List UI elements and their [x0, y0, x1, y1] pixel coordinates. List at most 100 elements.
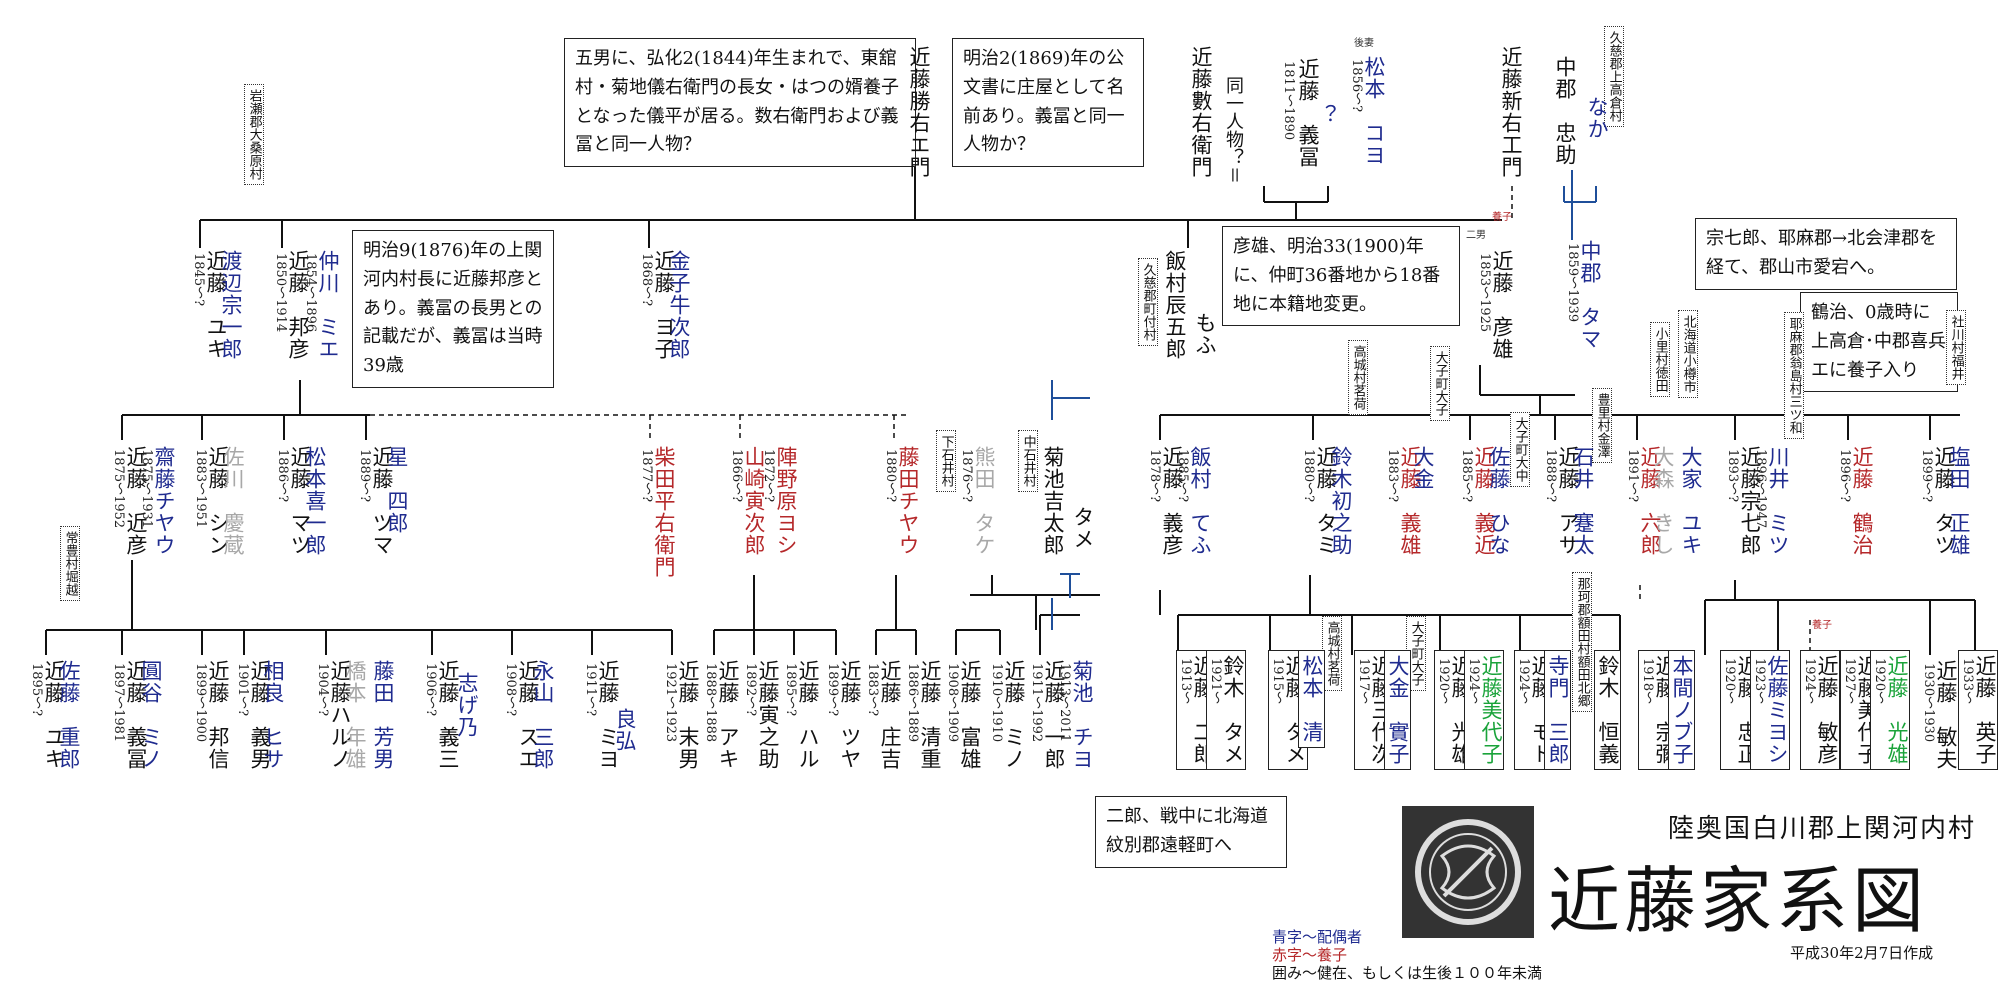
person-dates: 1889～?	[357, 449, 372, 503]
person-dates: 1920～	[1872, 658, 1887, 705]
person-name: 近藤 義雄	[1398, 446, 1422, 556]
place-otaru: 北海道小樽市	[1678, 310, 1698, 398]
person-name: 永山 三郎	[531, 660, 555, 770]
person-name: 菊池吉太郎	[1041, 446, 1065, 556]
person-name: 齋藤チヤウ	[152, 446, 176, 556]
person-name: 近藤 六郎	[1638, 446, 1662, 556]
person-omori-kishi: 大森 きし	[1651, 446, 1675, 556]
person-name: 近藤 ハル	[796, 660, 820, 770]
person-dates: 1891～?	[1625, 449, 1640, 503]
person-dates: 1885～?	[1175, 449, 1190, 503]
person-name: 金子牛次郎	[667, 250, 691, 360]
note-shoya: 明治2(1869)年の公文書に庄屋として名前あり。義冨と同一人物か？	[952, 38, 1144, 168]
person-dates: 1888～1888	[703, 663, 718, 743]
person-dates: 1883～1951	[193, 449, 208, 529]
person-name: 近藤 義彦	[1160, 446, 1184, 556]
person-dates: 1911～?	[583, 663, 598, 717]
person-dates: 1888～?	[1543, 449, 1558, 503]
person-dates: 1896～1947	[1753, 449, 1768, 529]
person-name: 近藤勝右エ門	[907, 46, 931, 178]
person-suzuki-tsuneyoshi: 鈴木 恒義	[1594, 650, 1621, 770]
person-mofu: もふ	[1193, 312, 1217, 356]
person-name: 近藤 ミヨ	[596, 660, 620, 770]
label-yoshi2: 養子	[1812, 620, 1832, 631]
person-hashimoto-toshio: 橋本 年雄	[343, 660, 367, 770]
person-dates: 1924～	[1466, 658, 1481, 705]
person-dates: 1899～?	[1919, 449, 1934, 503]
person-name: なか	[1585, 96, 1609, 140]
person-name: 大家 ユキ	[1679, 446, 1703, 556]
person-dates: 1930～1930	[1921, 663, 1936, 743]
note-hikoo: 彦雄、明治33(1900)年に、仲町36番地から18番地に本籍地変更。	[1222, 226, 1460, 327]
person-name: 良弘	[613, 708, 637, 752]
person-dates: 1918～	[1640, 658, 1655, 705]
person-name: 松本 コヨ	[1362, 56, 1386, 166]
legend-box: 囲み～健在、もしくは生後１００年未満	[1272, 964, 1543, 982]
person-name: 近藤 末男	[676, 660, 700, 770]
person-name: 飯村 てふ	[1188, 446, 1212, 556]
person-dates: 1906～?	[423, 663, 438, 717]
person-dates: 1872～?	[761, 449, 776, 503]
person-name: 近藤美代子	[1479, 655, 1503, 765]
person-kikuchi-kichitaro: 菊池吉太郎	[1041, 446, 1065, 556]
person-name: タメ	[1071, 506, 1095, 550]
place-ohnaka: 大子町大中	[1510, 412, 1530, 487]
person-enya-mino: 圓谷 ミノ	[139, 660, 163, 770]
person-dates: 1893～?	[1725, 449, 1740, 503]
person-name: 佐藤 重郎	[57, 660, 81, 770]
place-fukui: 社川村福井	[1946, 310, 1966, 385]
person-name: 近藤數右衛門	[1189, 46, 1213, 178]
person-name: 塩田 正雄	[1947, 446, 1971, 556]
person-dates: 1913～2011	[1057, 663, 1072, 743]
person-name: 近藤寅之助	[756, 660, 780, 770]
person-name: 近藤 一郎	[1042, 660, 1066, 770]
person-name: 近藤 邦信	[206, 660, 230, 770]
person-dates: 1886～?	[275, 449, 290, 503]
place-horikoshi: 常豊村堀越	[60, 526, 80, 601]
person-name: 近藤 ヨ子	[652, 250, 676, 360]
person-name: 近藤 シン	[206, 446, 230, 556]
person-dates: 1892～?	[743, 663, 758, 717]
person-name: 近藤 ツマ	[370, 446, 394, 556]
person-dates: 1899～1900	[193, 663, 208, 743]
legend-blue: 青字～配偶者	[1272, 928, 1363, 946]
person-name: 鈴木 恒義	[1596, 655, 1620, 765]
person-dates: 1913～	[1178, 658, 1193, 705]
person-dates: 1921～1923	[663, 663, 678, 743]
person-dates: 1856～?	[1349, 59, 1364, 113]
person-name: 鈴木初之助	[1329, 446, 1353, 556]
person-terakado-saburo: 寺門 三郎	[1544, 650, 1571, 770]
person-dates: 1877～?	[639, 449, 654, 503]
person-name: 近藤 ミノ	[1002, 660, 1026, 770]
person-name: 熊田 タケ	[972, 446, 996, 556]
person-name: 近藤ハルノ	[328, 660, 352, 770]
person-name: 松本喜一郎	[303, 446, 327, 556]
place-shimoishii: 下石井村	[936, 430, 956, 492]
person-watanabe-soichiro: 渡辺宗一郎	[219, 250, 243, 360]
person-name: 中郡 忠助	[1553, 56, 1577, 166]
